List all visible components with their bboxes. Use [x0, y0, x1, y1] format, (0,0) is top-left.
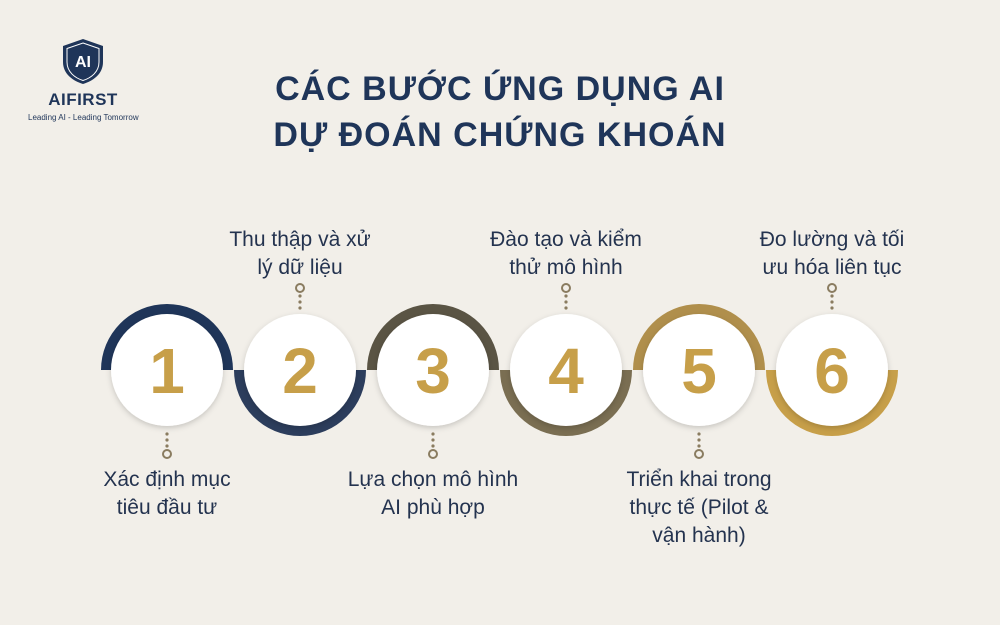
connector-dot — [697, 432, 701, 436]
step-label-line: thử mô hình — [509, 256, 623, 279]
step-number: 6 — [814, 335, 850, 407]
step-label-3: Lựa chọn mô hình AI phù hợp — [338, 466, 528, 522]
step-label-line: tiêu đầu tư — [116, 496, 218, 519]
connector-ring — [694, 449, 704, 459]
connector-dot — [564, 306, 568, 310]
step-label-1: Xác định mục tiêu đầu tư — [72, 466, 262, 522]
connector-ring — [827, 283, 837, 293]
step-arc — [766, 370, 898, 436]
connector-dot — [564, 294, 568, 298]
step-label-4: Đào tạo và kiểm thử mô hình — [471, 226, 661, 282]
step-label-line: Đo lường và tối — [759, 228, 905, 251]
step-arc — [633, 304, 765, 370]
step-arc — [367, 304, 499, 370]
step-label-line: AI phù hợp — [381, 496, 485, 519]
connector-dot — [830, 300, 834, 304]
connector-dot — [830, 294, 834, 298]
step-arc — [234, 370, 366, 436]
step-2: 2 — [234, 283, 366, 436]
connector-dot — [298, 300, 302, 304]
connector-dot — [165, 438, 169, 442]
connector-dot — [298, 294, 302, 298]
step-label-line: Lựa chọn mô hình — [347, 468, 519, 491]
brand-logo: AI AIFIRST Leading AI - Leading Tomorrow — [28, 36, 139, 122]
connector-ring — [295, 283, 305, 293]
step-number: 4 — [548, 335, 584, 407]
connector-dot — [298, 306, 302, 310]
step-circle — [643, 314, 755, 426]
step-label-line: Xác định mục — [103, 468, 231, 491]
step-label-line: Triển khai trong — [626, 468, 772, 491]
step-label-line: Thu thập và xử — [229, 228, 371, 251]
step-arc — [101, 304, 233, 370]
step-label-2: Thu thập và xử lý dữ liệu — [205, 226, 395, 282]
connector-dot — [165, 444, 169, 448]
step-6: 6 — [766, 283, 898, 436]
step-arc — [500, 370, 632, 436]
step-label-line: lý dữ liệu — [257, 256, 343, 279]
title-line-2: DỰ ĐOÁN CHỨNG KHOÁN — [273, 116, 727, 154]
connector-ring — [561, 283, 571, 293]
step-label-line: thực tế (Pilot & — [629, 496, 769, 519]
logo-name: AIFIRST — [48, 90, 118, 109]
step-4: 4 — [500, 283, 632, 436]
step-circle — [510, 314, 622, 426]
step-label-line: Đào tạo và kiểm — [490, 228, 642, 251]
shield-logo-icon: AI — [63, 39, 103, 84]
step-label-6: Đo lường và tối ưu hóa liên tục — [737, 226, 927, 282]
step-3: 3 — [367, 304, 499, 459]
connector-dot — [830, 306, 834, 310]
step-label-line: ưu hóa liên tục — [762, 256, 902, 279]
connector-ring — [162, 449, 172, 459]
step-number: 3 — [415, 335, 451, 407]
step-label-line: vận hành) — [652, 524, 746, 547]
step-circle — [244, 314, 356, 426]
connector-dot — [431, 438, 435, 442]
connector-dot — [431, 432, 435, 436]
step-circle — [377, 314, 489, 426]
page-title: CÁC BƯỚC ỨNG DỤNG AI DỰ ĐOÁN CHỨNG KHOÁN — [200, 66, 800, 158]
connector-dot — [697, 444, 701, 448]
step-circle — [111, 314, 223, 426]
connector-dot — [165, 432, 169, 436]
step-number: 2 — [282, 335, 318, 407]
connector-dot — [697, 438, 701, 442]
logo-tagline: Leading AI - Leading Tomorrow — [28, 113, 139, 122]
step-number: 5 — [681, 335, 717, 407]
logo-mark: AI — [75, 54, 91, 71]
step-1: 1 — [101, 304, 233, 459]
step-5: 5 — [633, 304, 765, 459]
step-circle — [776, 314, 888, 426]
step-label-5: Triển khai trong thực tế (Pilot & vận hành… — [604, 466, 794, 550]
title-line-1: CÁC BƯỚC ỨNG DỤNG AI — [275, 70, 725, 108]
connector-dot — [564, 300, 568, 304]
step-number: 1 — [149, 335, 185, 407]
connector-dot — [431, 444, 435, 448]
connector-ring — [428, 449, 438, 459]
